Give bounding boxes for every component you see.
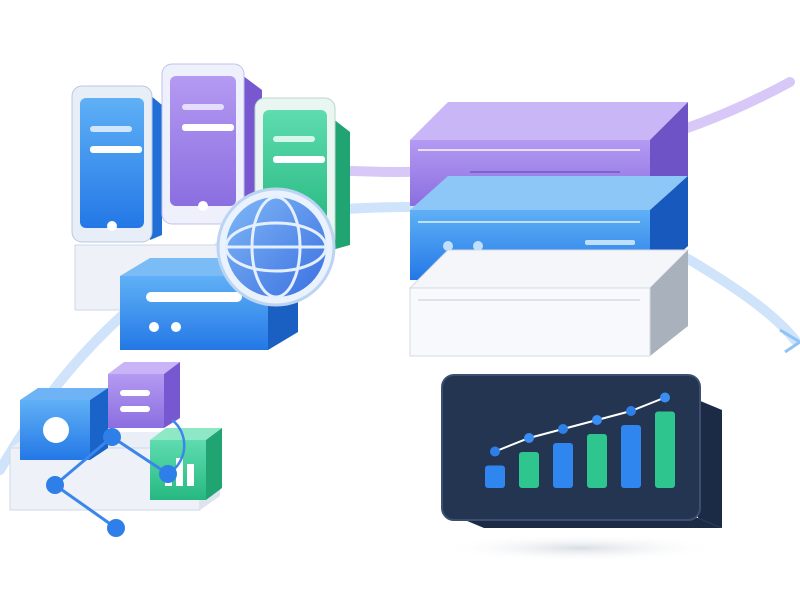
mobile-device-icon — [198, 201, 208, 211]
chart-point — [626, 406, 636, 416]
chart-point — [558, 424, 568, 434]
chart-point — [490, 446, 500, 457]
chart-bar — [553, 443, 573, 488]
server-stack-icon — [408, 102, 690, 357]
mobile-device-icon — [107, 221, 117, 231]
chart-bar — [519, 452, 539, 488]
chart-bar — [485, 465, 505, 488]
phone-left — [71, 85, 162, 243]
chart-point — [592, 415, 602, 425]
network-nodes-icon — [46, 419, 186, 537]
chart-point — [660, 392, 670, 403]
chart-bar — [655, 411, 675, 488]
analytics-chart — [485, 392, 675, 488]
analytics-panel-icon — [441, 374, 722, 528]
panel-shadow — [440, 534, 720, 562]
chart-bar — [587, 434, 607, 488]
flow-arrow-icon — [779, 328, 800, 354]
chart-bar — [621, 425, 641, 488]
chart-trend-line — [494, 396, 666, 453]
chart-point — [524, 433, 534, 443]
globe-icon — [216, 187, 336, 307]
network-cluster — [9, 362, 222, 537]
